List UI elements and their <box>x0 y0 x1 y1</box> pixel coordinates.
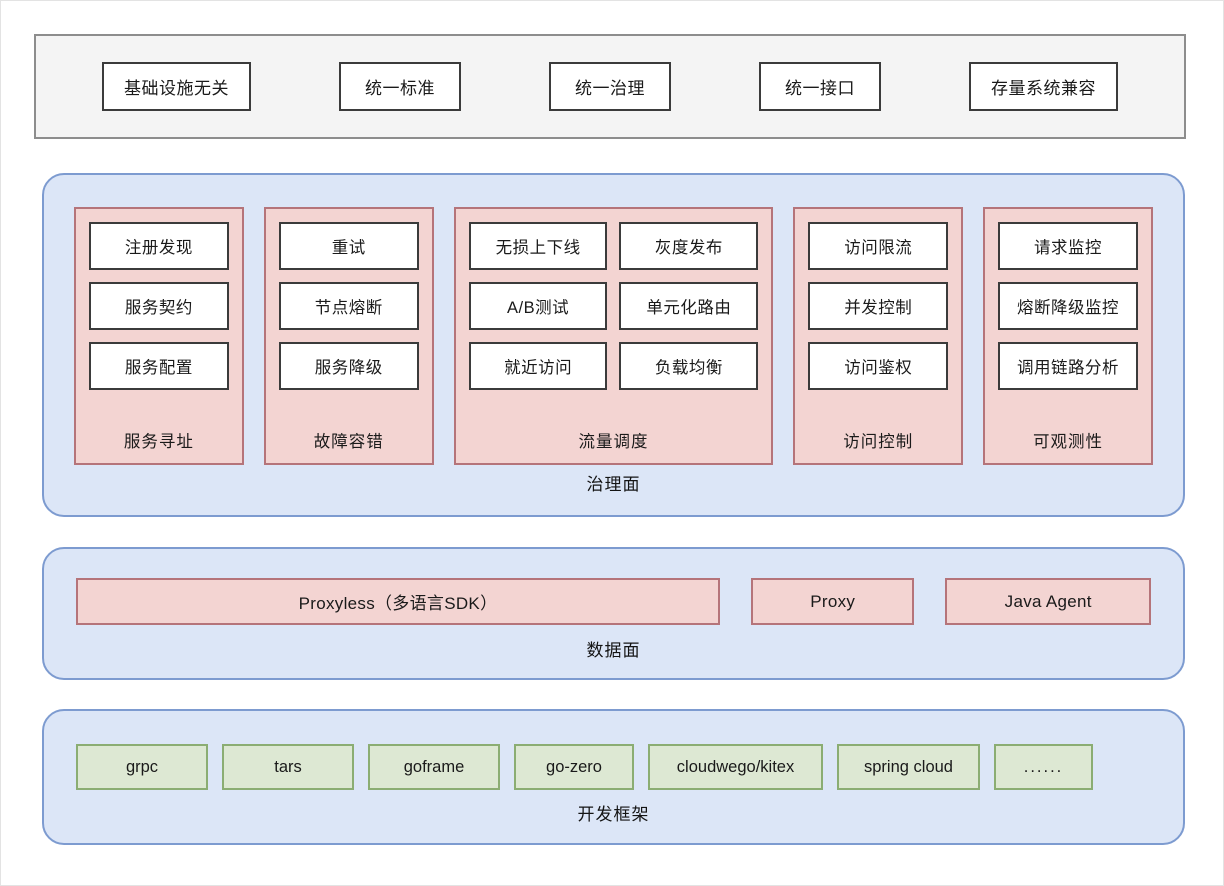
framework-item-go-zero: go-zero <box>514 744 634 790</box>
goal-label: 统一标准 <box>365 79 435 98</box>
governance-item: 服务降级 <box>278 342 419 390</box>
governance-item: 灰度发布 <box>619 222 759 270</box>
data-plane-item-label: Proxy <box>810 591 856 611</box>
governance-item-label: 节点熔断 <box>314 299 383 317</box>
governance-group-access-control: 访问限流 并发控制 访问鉴权 访问控制 <box>793 207 964 465</box>
framework-item-label: goframe <box>403 757 465 776</box>
governance-item-grid: 重试 节点熔断 服务降级 <box>278 222 419 417</box>
governance-item-label: 访问限流 <box>844 239 913 257</box>
framework-item-label: cloudwego/kitex <box>676 757 795 776</box>
governance-group-label: 可观测性 <box>1033 433 1104 451</box>
governance-item-label: 灰度发布 <box>654 239 723 257</box>
governance-item: 单元化路由 <box>619 282 759 330</box>
framework-item-label: grpc <box>125 757 159 776</box>
governance-item: 注册发现 <box>89 222 229 270</box>
governance-item: A/B测试 <box>468 282 608 330</box>
data-plane: Proxyless（多语言SDK） Proxy Java Agent 数据面 <box>42 547 1185 680</box>
governance-item-grid: 请求监控 熔断降级监控 调用链路分析 <box>998 222 1138 417</box>
goal-label: 基础设施无关 <box>124 79 229 98</box>
goal-box: 统一接口 <box>759 62 881 111</box>
framework-item-goframe: goframe <box>368 744 500 790</box>
governance-item-label: 熔断降级监控 <box>1017 299 1120 317</box>
framework-item-spring-cloud: spring cloud <box>837 744 980 790</box>
governance-item: 熔断降级监控 <box>998 282 1138 330</box>
governance-item: 就近访问 <box>468 342 608 390</box>
framework-item-grpc: grpc <box>76 744 208 790</box>
goal-box: 统一标准 <box>339 62 461 111</box>
goal-label: 统一治理 <box>575 79 645 98</box>
data-plane-item-proxyless: Proxyless（多语言SDK） <box>76 578 720 625</box>
governance-item-label: 调用链路分析 <box>1017 359 1120 377</box>
data-plane-label: 数据面 <box>586 641 641 660</box>
data-plane-item-label: Proxyless（多语言SDK） <box>298 594 498 613</box>
governance-group-traffic-scheduling: 无损上下线 灰度发布 A/B测试 单元化路由 就近访问 负载 <box>453 207 774 465</box>
governance-item-label: 请求监控 <box>1034 239 1103 257</box>
governance-item-label: 就近访问 <box>504 359 573 377</box>
governance-item-label: 重试 <box>331 239 366 257</box>
goals-strip: 基础设施无关 统一标准 统一治理 统一接口 存量系统兼容 <box>34 34 1186 139</box>
governance-item-label: 服务配置 <box>124 359 193 377</box>
governance-item: 访问鉴权 <box>808 342 949 390</box>
data-plane-item-java-agent: Java Agent <box>945 578 1151 625</box>
governance-item: 请求监控 <box>998 222 1138 270</box>
framework-item-label: tars <box>274 757 302 776</box>
goal-box: 统一治理 <box>549 62 671 111</box>
framework-plane: grpc tars goframe go-zero cloudwego/kite… <box>42 709 1185 845</box>
framework-item-cloudwego-kitex: cloudwego/kitex <box>648 744 823 790</box>
governance-item: 重试 <box>278 222 419 270</box>
governance-item: 无损上下线 <box>468 222 608 270</box>
governance-plane-label: 治理面 <box>586 475 641 494</box>
governance-item-grid: 注册发现 服务契约 服务配置 <box>89 222 229 417</box>
governance-group-observability: 请求监控 熔断降级监控 调用链路分析 可观测性 <box>983 207 1153 465</box>
governance-group-row: 注册发现 服务契约 服务配置 服务寻址 重试 <box>74 207 1153 465</box>
governance-item: 服务配置 <box>89 342 229 390</box>
framework-item-label: go-zero <box>546 757 602 776</box>
goal-box: 存量系统兼容 <box>969 62 1118 111</box>
governance-group-label: 服务寻址 <box>123 433 194 451</box>
framework-plane-label: 开发框架 <box>577 805 650 824</box>
governance-item-label: 无损上下线 <box>495 239 581 257</box>
framework-item-more: ...... <box>994 744 1093 790</box>
goal-box: 基础设施无关 <box>102 62 251 111</box>
governance-item-label: 访问鉴权 <box>844 359 913 377</box>
framework-item-label: spring cloud <box>864 757 953 776</box>
governance-item: 调用链路分析 <box>998 342 1138 390</box>
data-plane-item-label: Java Agent <box>1004 591 1092 611</box>
governance-group-fault-tolerance: 重试 节点熔断 服务降级 故障容错 <box>263 207 434 465</box>
governance-item: 访问限流 <box>808 222 949 270</box>
governance-group-service-addressing: 注册发现 服务契约 服务配置 服务寻址 <box>74 207 244 465</box>
framework-row: grpc tars goframe go-zero cloudwego/kite… <box>76 744 1151 790</box>
goal-label: 存量系统兼容 <box>991 79 1096 98</box>
governance-item-label: 注册发现 <box>124 239 193 257</box>
governance-item-label: 服务契约 <box>124 299 193 317</box>
governance-item: 节点熔断 <box>278 282 419 330</box>
governance-item-label: 单元化路由 <box>646 299 732 317</box>
framework-item-tars: tars <box>222 744 354 790</box>
governance-item-label: 并发控制 <box>844 299 913 317</box>
governance-plane: 注册发现 服务契约 服务配置 服务寻址 重试 <box>42 173 1185 517</box>
governance-group-label: 故障容错 <box>313 433 384 451</box>
governance-item-grid: 无损上下线 灰度发布 A/B测试 单元化路由 就近访问 负载 <box>468 222 759 417</box>
framework-item-label: ...... <box>1023 757 1064 776</box>
governance-item: 服务契约 <box>89 282 229 330</box>
data-plane-row: Proxyless（多语言SDK） Proxy Java Agent <box>76 578 1151 625</box>
governance-item: 并发控制 <box>808 282 949 330</box>
governance-group-label: 流量调度 <box>578 433 649 451</box>
governance-item-label: A/B测试 <box>507 299 570 317</box>
goal-label: 统一接口 <box>785 79 855 98</box>
governance-item: 负载均衡 <box>619 342 759 390</box>
governance-group-label: 访问控制 <box>843 433 914 451</box>
governance-item-label: 负载均衡 <box>654 359 723 377</box>
governance-item-label: 服务降级 <box>314 359 383 377</box>
governance-item-grid: 访问限流 并发控制 访问鉴权 <box>808 222 949 417</box>
data-plane-item-proxy: Proxy <box>751 578 915 625</box>
